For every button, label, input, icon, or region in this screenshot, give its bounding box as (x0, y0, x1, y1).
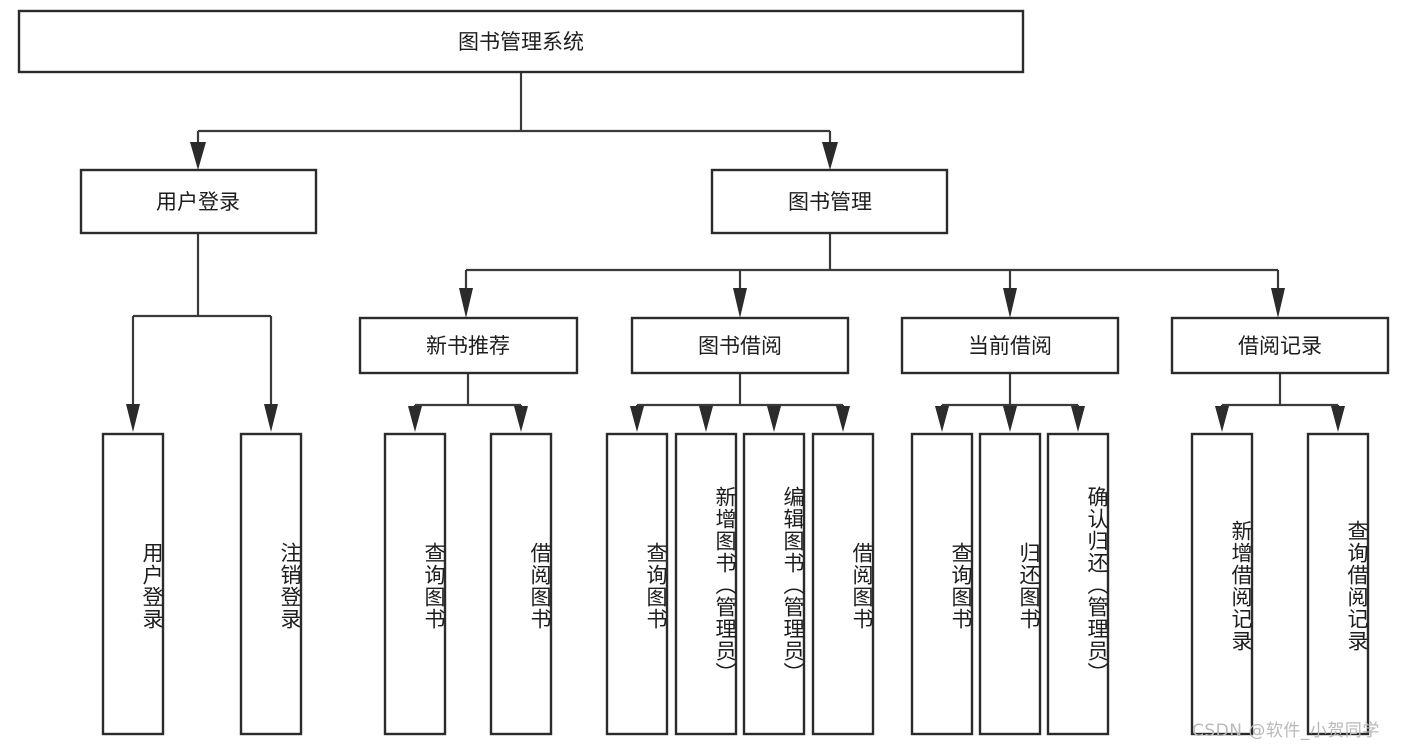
arrow-head-bookborrow-leaf4 (836, 406, 850, 432)
leaf-box-borrow-book-recommend[interactable] (489, 432, 553, 736)
leaf-box-user-login[interactable] (101, 432, 165, 736)
leaf-box-confirm-return[interactable] (1046, 432, 1110, 736)
connector-group-root (190, 72, 838, 170)
node-book-borrow-label: 图书借阅 (698, 334, 782, 358)
leaf-box-borrow-book[interactable] (811, 432, 875, 736)
node-root-label: 图书管理系统 (458, 30, 584, 54)
leaf-box-query-borrow-record[interactable] (1306, 432, 1370, 736)
csdn-watermark: CSDN @软件_小贺同学 (1192, 721, 1380, 741)
connector-group-currentborrow (935, 373, 1085, 432)
node-user-login[interactable] (79, 168, 318, 235)
node-new-book-recommend-label: 新书推荐 (426, 334, 510, 358)
connector-group-newbook (408, 373, 528, 432)
arrow-head-borrowrecord-leaf2 (1331, 406, 1345, 432)
arrow-head-bookborrow-leaf3 (767, 406, 781, 432)
leaf-box-query-book-current[interactable] (910, 432, 974, 736)
arrow-head-userlogin (190, 142, 206, 170)
arrow-head-currentborrow-leaf2 (1003, 406, 1017, 432)
node-book-borrow[interactable] (630, 316, 850, 375)
connector-group-bookmgmt (459, 233, 1285, 318)
arrow-head-borrowrecord-leaf1 (1215, 406, 1229, 432)
node-book-management[interactable] (710, 168, 949, 235)
arrow-head-current-borrow (1003, 288, 1017, 318)
arrow-head-new-book (459, 288, 473, 318)
node-book-management-label: 图书管理 (788, 190, 872, 214)
leaf-box-query-book-recommend[interactable] (383, 432, 447, 736)
arrow-head-borrow-record (1271, 288, 1285, 318)
arrow-head-leaf-logout (264, 404, 278, 432)
leaf-box-logout[interactable] (239, 432, 303, 736)
connector-group-bookborrow (630, 373, 850, 432)
node-new-book-recommend[interactable] (358, 316, 579, 375)
leaf-box-return-book[interactable] (978, 432, 1042, 736)
connector-group-borrowrecord (1215, 373, 1345, 432)
node-current-borrow[interactable] (900, 316, 1120, 375)
node-root[interactable] (17, 9, 1025, 74)
arrow-head-currentborrow-leaf3 (1071, 406, 1085, 432)
leaf-box-edit-book[interactable] (742, 432, 806, 736)
leaf-box-add-book[interactable] (674, 432, 738, 736)
arrow-head-leaf-user-login (126, 404, 140, 432)
arrow-head-bookborrow-leaf1 (630, 406, 644, 432)
connector-group-userlogin (126, 233, 278, 432)
arrow-head-bookmgmt (822, 142, 838, 170)
arrow-head-newbook-leaf2 (514, 406, 528, 432)
leaf-box-add-borrow-record[interactable] (1190, 432, 1254, 736)
node-current-borrow-label: 当前借阅 (968, 334, 1052, 358)
node-borrow-record-label: 借阅记录 (1238, 334, 1322, 358)
node-user-login-label: 用户登录 (156, 190, 240, 214)
leaf-box-query-book-borrow[interactable] (605, 432, 669, 736)
arrow-head-currentborrow-leaf1 (935, 406, 949, 432)
arrow-head-newbook-leaf1 (408, 406, 422, 432)
arrow-head-book-borrow (733, 288, 747, 318)
node-borrow-record[interactable] (1170, 316, 1390, 375)
arrow-head-bookborrow-leaf2 (699, 406, 713, 432)
